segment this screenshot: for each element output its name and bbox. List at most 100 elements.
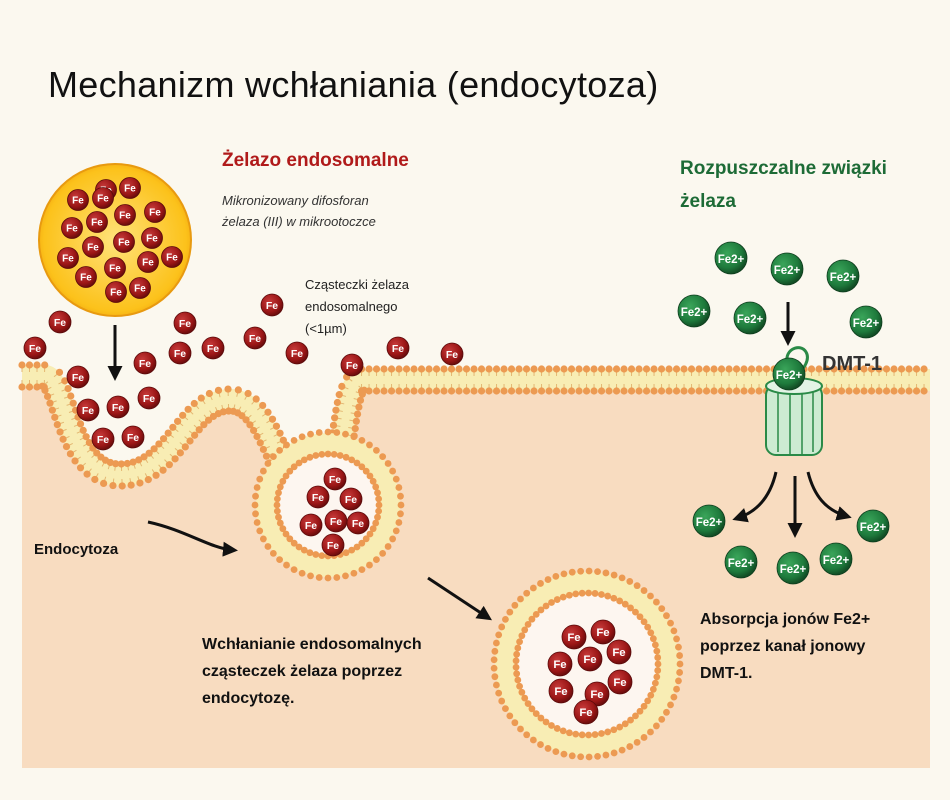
fe-particle: Fe: [606, 639, 632, 665]
lipid-head: [616, 597, 624, 605]
lipid-head: [560, 570, 568, 578]
lipid-head: [276, 429, 284, 437]
lipid-head: [667, 701, 674, 709]
lipid-head: [300, 546, 308, 554]
lipid-head: [616, 723, 624, 731]
lipid-head: [61, 377, 69, 385]
lipid-head: [275, 489, 282, 497]
lipid-head: [610, 726, 618, 734]
svg-text:Fe: Fe: [110, 288, 122, 299]
absorption-line: DMT-1.: [700, 665, 753, 682]
lipid-head: [362, 467, 370, 475]
lipid-head: [397, 492, 404, 500]
lipid-head: [640, 587, 648, 594]
particles-label-line: endosomalnego: [305, 299, 398, 314]
lipid-head: [389, 467, 397, 475]
lipid-head: [373, 556, 380, 564]
fe-particle: Fe: [548, 678, 574, 704]
lipid-head: [512, 663, 520, 671]
lipid-head: [852, 365, 861, 373]
endosomal-iron-heading: Żelazo endosomalne: [222, 150, 409, 171]
fe-particle: Fe: [440, 342, 464, 366]
soluble-iron-heading: Rozpuszczalne związki żelaza: [680, 152, 940, 218]
lipid-head: [542, 718, 550, 726]
lipid-head: [516, 638, 523, 646]
lipid-head: [762, 365, 771, 373]
lipid-head: [318, 450, 326, 458]
lipid-head: [252, 492, 259, 500]
lipid-head: [680, 387, 688, 395]
lipid-head: [318, 552, 326, 560]
svg-text:Fe: Fe: [82, 406, 94, 417]
lipid-head: [605, 365, 613, 373]
lipid-head: [373, 446, 380, 454]
lipid-head: [69, 399, 77, 407]
lipid-head: [67, 392, 75, 400]
lipid-head: [62, 442, 71, 451]
lipid-head: [897, 365, 906, 373]
lipid-head: [351, 424, 359, 433]
lipid-head: [610, 749, 618, 757]
lipid-head: [882, 387, 891, 395]
svg-text:Fe: Fe: [166, 253, 178, 264]
fe-particle: Fe: [547, 651, 573, 677]
lipid-head: [169, 423, 177, 431]
svg-text:Fe: Fe: [109, 264, 121, 275]
lipid-head: [675, 643, 682, 651]
lipid-head: [219, 408, 227, 416]
lipid-head: [582, 387, 591, 395]
lipid-head: [553, 725, 561, 732]
fe-particle: Fe: [86, 211, 108, 233]
lipid-head: [256, 475, 264, 483]
lipid-head: [123, 459, 131, 468]
lipid-head: [195, 426, 203, 434]
fe-particle: Fe: [323, 467, 347, 491]
fe-particle: Fe: [92, 187, 114, 209]
lipid-head: [663, 612, 670, 620]
lipid-head: [186, 437, 194, 445]
lipid-head: [251, 501, 259, 509]
absorption-line: poprzez kanał jonowy: [700, 638, 866, 655]
svg-text:Fe: Fe: [266, 301, 278, 312]
svg-text:Fe: Fe: [579, 707, 592, 719]
fe-particle: Fe: [105, 281, 127, 303]
lipid-head: [651, 679, 659, 687]
fe-particle: Fe: [137, 251, 159, 273]
lipid-head: [500, 365, 508, 373]
lipid-head: [410, 365, 418, 373]
lipid-head: [384, 543, 392, 550]
lipid-head: [920, 387, 928, 395]
lipid-head: [654, 654, 662, 661]
lipid-head: [252, 395, 260, 403]
lipid-head: [379, 453, 387, 460]
lipid-head: [585, 731, 593, 739]
page-title: Mechanizm wchłaniania (endocytoza): [48, 64, 659, 105]
svg-text:Fe: Fe: [179, 319, 191, 330]
svg-text:Fe: Fe: [327, 541, 339, 552]
lipid-head: [517, 725, 524, 733]
lipid-head: [324, 450, 332, 458]
lipid-head: [372, 519, 380, 527]
lipid-head: [670, 627, 678, 635]
lipid-head: [366, 561, 373, 569]
endocytosis-label: Endocytoza: [34, 541, 119, 558]
fe-particle: Fe: [106, 395, 130, 419]
fe-particle: Fe: [590, 619, 616, 645]
lipid-head: [279, 477, 287, 485]
lipid-head: [150, 445, 158, 453]
lipid-head: [342, 572, 349, 580]
svg-text:Fe: Fe: [112, 403, 124, 414]
lipid-head: [521, 694, 529, 702]
lipid-head: [649, 685, 657, 693]
absorption-description: Absorpcja jonów Fe2+ poprzez kanał jonow…: [700, 606, 930, 687]
fe-particle: Fe: [607, 669, 633, 695]
lipid-head: [647, 629, 655, 637]
svg-text:Fe: Fe: [330, 517, 342, 528]
lipid-head: [374, 513, 381, 521]
fe-particle: Fe: [340, 353, 364, 377]
lipid-head: [306, 453, 314, 461]
lipid-head: [300, 456, 308, 464]
lipid-head: [335, 391, 343, 399]
lipid-head: [523, 589, 531, 597]
dmt1-label: DMT-1: [822, 353, 882, 375]
